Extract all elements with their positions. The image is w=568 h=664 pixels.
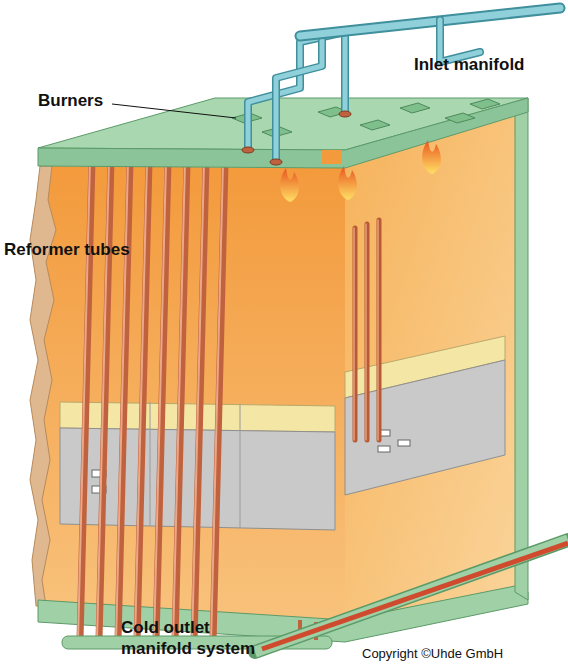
part-label: Burners [38,90,128,111]
furnace-roof-edge [38,98,528,168]
furnace-floor [38,586,528,642]
copyright-notice: Copyright ©Uhde GmbH [362,643,566,664]
furnace-side-wall [345,110,515,625]
part-label: Inlet manifold [414,54,566,75]
part-label: Reformer tubes [4,239,154,260]
reformer-tubes-rear [354,220,379,440]
reformer-tubes [78,160,225,643]
cut-wall [30,166,56,606]
inlet-pipes [248,8,560,160]
burner-flames [280,140,441,202]
part-label: Cold outlet manifold system [121,617,273,659]
tube-caps [242,111,351,165]
leader-line [112,104,236,118]
furnace-wall [515,98,528,600]
